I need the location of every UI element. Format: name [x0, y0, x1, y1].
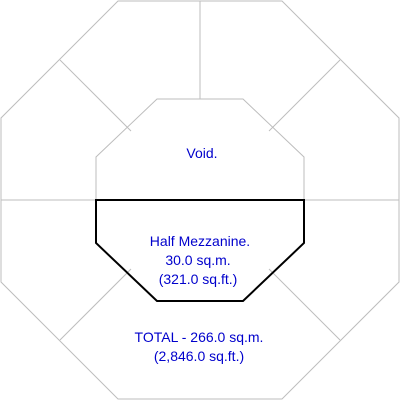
partition-line-bottom-left — [59, 268, 132, 341]
mezzanine-title-label: Half Mezzanine. — [150, 233, 250, 249]
total-area-sqft-label: (2,846.0 sq.ft.) — [154, 348, 244, 364]
mezzanine-area-sqm-label: 30.0 sq.m. — [165, 252, 230, 268]
void-label: Void. — [186, 145, 217, 161]
partition-line-top-left — [59, 59, 132, 132]
partition-line-top-right — [268, 59, 341, 132]
mezzanine-area-sqft-label: (321.0 sq.ft.) — [159, 271, 238, 287]
partition-line-bottom-right — [268, 268, 341, 341]
total-area-sqm-label: TOTAL - 266.0 sq.m. — [135, 329, 264, 345]
half-mezzanine-outline — [95, 199, 305, 302]
